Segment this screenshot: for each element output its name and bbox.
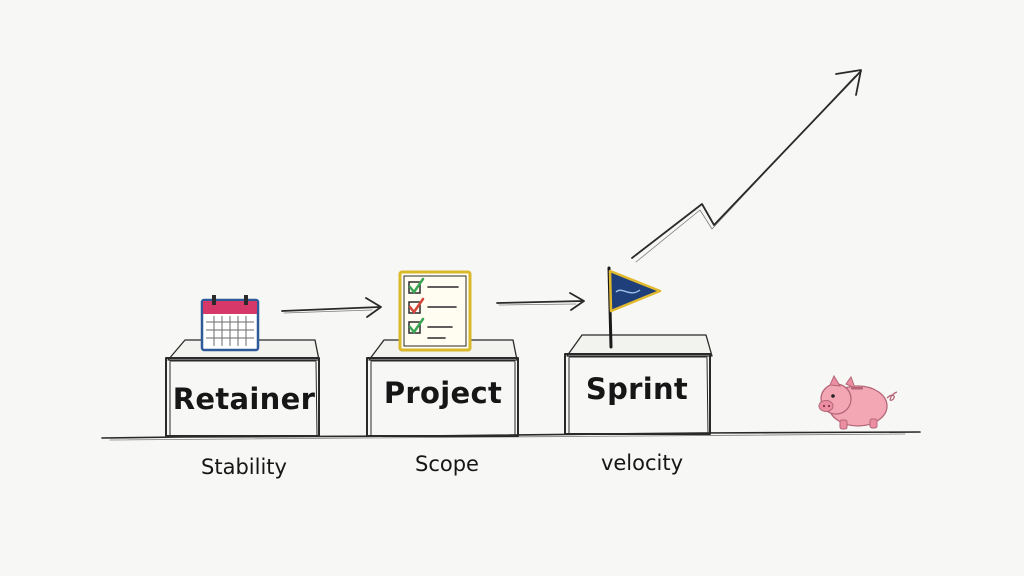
growth-arrow xyxy=(631,69,862,263)
checklist-icon xyxy=(398,270,472,352)
stage-sublabel-scope: Scope xyxy=(415,452,479,476)
stage-sublabel-stability: Stability xyxy=(201,455,287,479)
stage-label-retainer: Retainer xyxy=(173,382,316,416)
stage-label-sprint: Sprint xyxy=(586,372,688,406)
stage-box-sprint xyxy=(564,334,713,435)
piggy-bank-icon xyxy=(818,374,898,430)
calendar-icon xyxy=(200,295,260,352)
flag-icon xyxy=(607,266,662,349)
arrow-retainer-to-project xyxy=(281,297,382,318)
stage-label-project: Project xyxy=(384,376,502,410)
arrow-project-to-sprint xyxy=(496,292,585,311)
stage-sublabel-velocity: velocity xyxy=(601,451,683,475)
